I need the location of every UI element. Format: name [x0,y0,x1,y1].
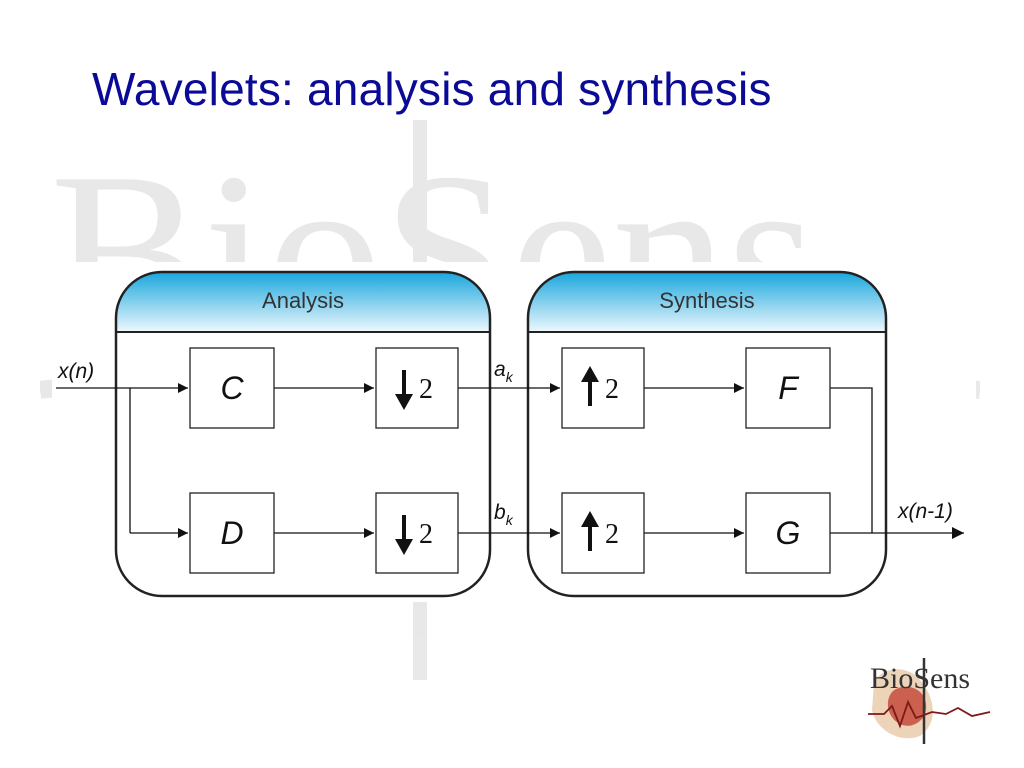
analysis-header-label: Analysis [262,288,344,313]
upsampler-top-block: 2 [561,347,645,429]
filter-c-label: C [220,370,244,406]
coef-b-label: bk [494,501,514,528]
coef-a-label: ak [494,358,514,385]
coef-b-base: b [494,501,506,524]
upsampler-bottom-block: 2 [561,492,645,574]
filter-g-label: G [776,515,801,551]
output-signal-label: x(n-1) [897,500,953,523]
coef-a-subscript: k [506,369,514,385]
upsample-factor-top: 2 [605,374,619,405]
upsample-factor-bottom: 2 [605,519,619,550]
downsampler-bottom-block: 2 [375,492,459,574]
downsample-factor-top: 2 [419,374,433,405]
filter-g-block: G [745,492,831,574]
coef-a-base: a [494,358,506,381]
filter-d-label: D [220,515,243,551]
up-arrow-icon [581,366,599,406]
signal-lines [56,383,964,539]
up-arrow-icon [581,511,599,551]
down-arrow-icon [395,370,413,410]
input-signal-label: x(n) [57,360,94,383]
filter-f-label: F [778,370,800,406]
logo-text: BioSens [870,662,970,695]
biosens-logo: BioSens [868,658,991,744]
down-arrow-icon [395,515,413,555]
filter-f-block: F [745,347,831,429]
coef-b-subscript: k [506,512,514,528]
downsampler-top-block: 2 [375,347,459,429]
downsample-factor-bottom: 2 [419,519,433,550]
filter-d-block: D [189,492,275,574]
filter-c-block: C [189,347,275,429]
synthesis-header-label: Synthesis [659,288,754,313]
slide-title: Wavelets: analysis and synthesis [92,63,772,115]
filter-bank-diagram: Analysis Synthesis C D 2 [52,262,976,602]
